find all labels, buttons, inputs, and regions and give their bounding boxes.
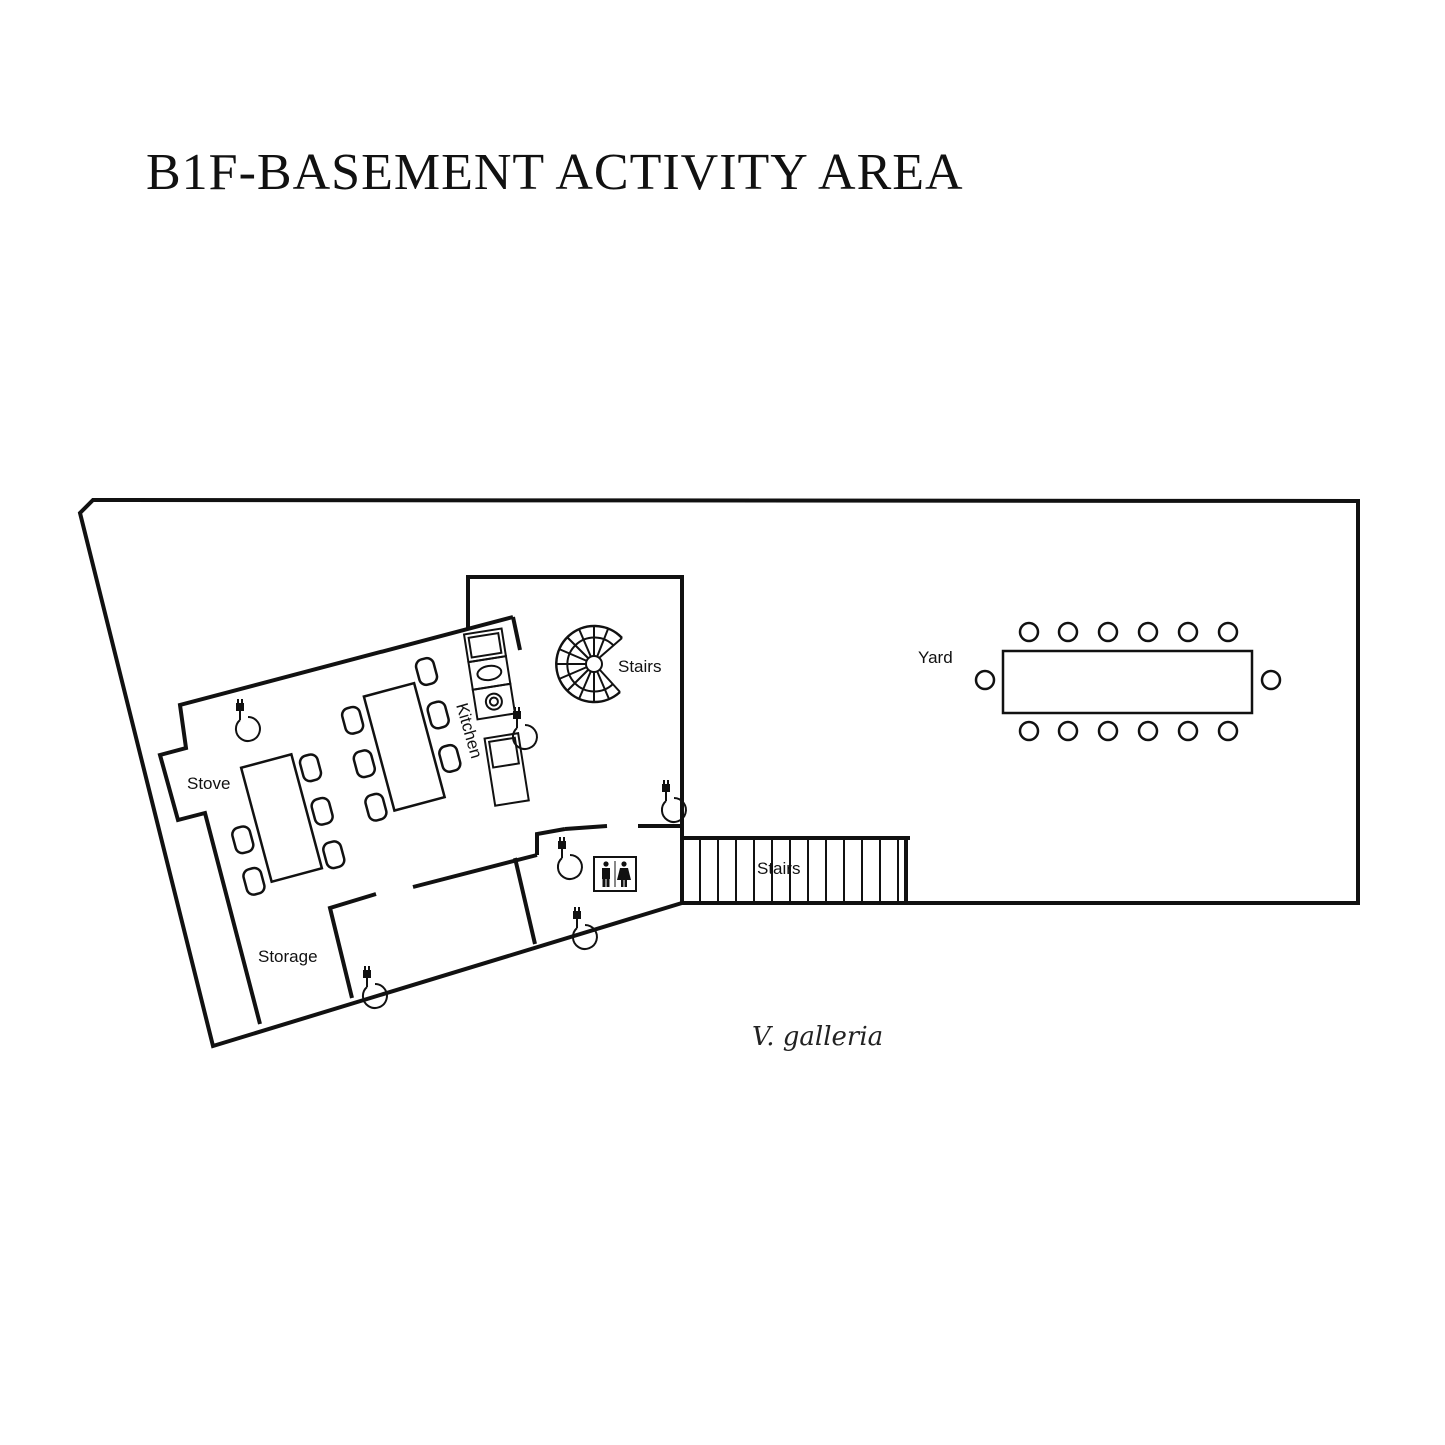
chair [426, 700, 450, 730]
chair [1018, 621, 1040, 643]
chair [1137, 621, 1159, 643]
chair [231, 825, 255, 855]
power-outlet-icon [556, 837, 583, 880]
chair [1057, 720, 1079, 742]
chair [1260, 669, 1282, 691]
straight-stairs [682, 836, 910, 903]
spiral-stairs-icon [555, 624, 623, 704]
chair [242, 866, 266, 896]
kitchen-furniture [231, 656, 462, 896]
chair [974, 669, 996, 691]
chair [340, 705, 365, 735]
chair [1097, 720, 1119, 742]
brand-signature: V. galleria [752, 1022, 883, 1052]
label-yard: Yard [918, 648, 953, 667]
power-outlet-icon [571, 907, 598, 950]
internal-walls [327, 824, 682, 999]
label-storage: Storage [258, 947, 318, 966]
chair [1217, 621, 1239, 643]
chair [1217, 720, 1239, 742]
table [362, 681, 447, 813]
yard-table [1001, 649, 1254, 715]
label-stove: Stove [187, 774, 230, 793]
chair [414, 656, 439, 687]
kitchen-appliance-icon [462, 627, 530, 807]
chair [310, 796, 334, 826]
label-stairs-spiral: Stairs [618, 657, 661, 676]
chair [1018, 720, 1040, 742]
chair [298, 753, 323, 783]
chair [364, 792, 388, 822]
chair [1137, 720, 1159, 742]
chair [322, 840, 346, 870]
page-title: B1F-BASEMENT ACTIVITY AREA [146, 144, 964, 201]
kitchen-room-walls [157, 575, 684, 1025]
chair [1097, 621, 1119, 643]
power-outlet-icon [511, 707, 538, 750]
yard-furniture [974, 621, 1282, 742]
chair [352, 749, 377, 779]
chair [1177, 720, 1199, 742]
table [239, 752, 324, 884]
power-outlet-icon [660, 780, 687, 823]
power-outlets [234, 699, 687, 1009]
power-outlet-icon [234, 699, 261, 742]
power-outlet-icon [361, 966, 388, 1009]
chair [438, 743, 462, 773]
label-stairs-straight: Stairs [757, 859, 800, 878]
chair [1057, 621, 1079, 643]
chair [1177, 621, 1199, 643]
restroom-icon [593, 856, 637, 892]
